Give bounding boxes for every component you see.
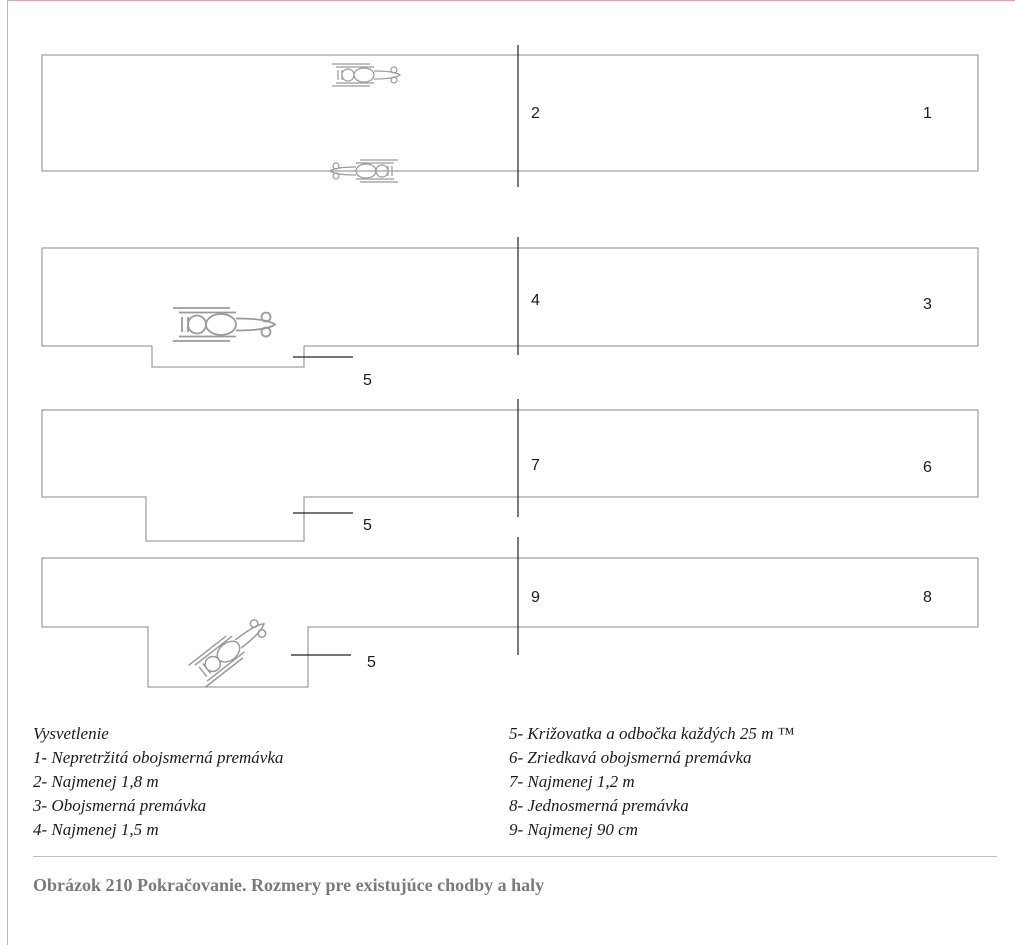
- legend-title: Vysvetlenie: [33, 724, 109, 743]
- legend-item: 9- Najmenej 90 cm: [509, 820, 638, 839]
- corridor-rare-two-way: [41, 399, 979, 542]
- label-2: 2: [531, 105, 540, 122]
- corridor-diagram: 2 1 4 3 5 7 6 5: [41, 45, 979, 688]
- label-7: 7: [531, 457, 540, 474]
- caption-divider: [33, 856, 997, 857]
- label-5: 5: [363, 372, 372, 389]
- wheelchair-icon: [172, 307, 276, 342]
- label-8: 8: [923, 589, 932, 606]
- legend-item: 4- Najmenej 1,5 m: [33, 820, 159, 839]
- wheelchair-pair-icon: [329, 63, 401, 183]
- label-5: 5: [363, 517, 372, 534]
- label-9: 9: [531, 589, 540, 606]
- figure-caption: Obrázok 210 Pokračovanie. Rozmery pre ex…: [33, 875, 545, 895]
- legend-item: 7- Najmenej 1,2 m: [509, 772, 635, 791]
- legend-right: 5- Križovatka a odbočka každých 25 m ™ 6…: [509, 722, 794, 842]
- legend-item: 3- Obojsmerná premávka: [33, 796, 207, 815]
- label-4: 4: [531, 292, 540, 309]
- legend-item: 1- Nepretržitá obojsmerná premávka: [33, 748, 284, 767]
- wheelchair-icon: [187, 612, 274, 688]
- corridor-continuous-two-way: [41, 45, 979, 187]
- legend-item: 8- Jednosmerná premávka: [509, 796, 689, 815]
- corridor-one-way: [41, 537, 979, 688]
- legend-left: Vysvetlenie 1- Nepretržitá obojsmerná pr…: [33, 722, 283, 842]
- label-5: 5: [367, 654, 376, 671]
- frame-top-border: [7, 0, 1015, 1]
- legend-item: 6- Zriedkavá obojsmerná premávka: [509, 748, 752, 767]
- legend-item: 2- Najmenej 1,8 m: [33, 772, 159, 791]
- label-1: 1: [923, 105, 932, 122]
- corridor-two-way: [41, 237, 979, 368]
- legend-item: 5- Križovatka a odbočka každých 25 m ™: [509, 724, 795, 743]
- label-6: 6: [923, 459, 932, 476]
- frame-left-border: [7, 0, 8, 945]
- label-3: 3: [923, 296, 932, 313]
